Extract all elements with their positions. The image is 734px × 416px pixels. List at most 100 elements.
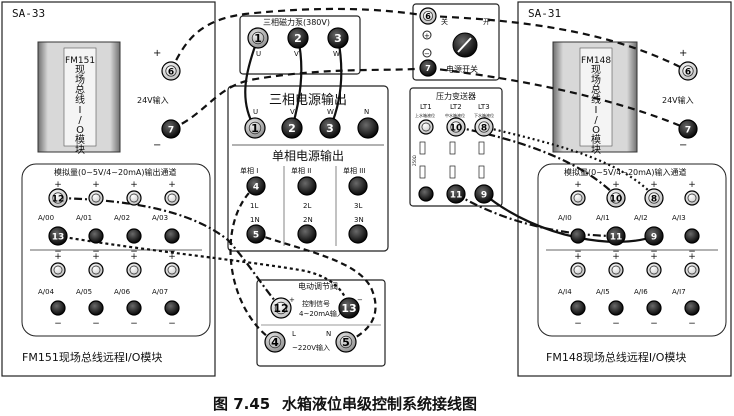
- single-1l-terminal[interactable]: 4: [246, 176, 266, 196]
- pressure-sub-1: 上水箱液位: [415, 112, 435, 118]
- channel-label: A/02: [114, 214, 130, 222]
- l-ch-0-0-minus-terminal[interactable]: 13: [48, 226, 68, 246]
- r-ch-0-1-minus-terminal[interactable]: 11: [606, 226, 626, 246]
- channel-minus-sign: −: [168, 319, 176, 329]
- l-ch-0-3-minus-terminal[interactable]: [164, 228, 180, 244]
- single-label-1l: 1L: [250, 202, 258, 210]
- channel-label: A/I0: [558, 214, 572, 222]
- pump-terminal-v[interactable]: 2: [287, 27, 309, 49]
- lt3-minus-terminal[interactable]: 9: [474, 184, 494, 204]
- valve-control-label: 控制信号: [302, 299, 330, 308]
- l-ch-0-2-minus-terminal[interactable]: [126, 228, 142, 244]
- module-char: 场: [591, 73, 601, 86]
- l-ch-1-2-minus-terminal[interactable]: [126, 300, 142, 316]
- switch-terminal-7[interactable]: 7: [419, 59, 437, 77]
- l-ch-0-0-plus-terminal[interactable]: 12: [48, 188, 68, 208]
- l-ch-0-2-plus-terminal[interactable]: [126, 190, 142, 206]
- channel-label: A/I1: [596, 214, 610, 222]
- r-ch-1-0-plus-terminal[interactable]: [570, 262, 586, 278]
- switch-plus: +: [424, 32, 430, 40]
- channel-minus-sign: −: [130, 247, 138, 257]
- channel-label: A/07: [152, 288, 168, 296]
- l-ch-1-3-plus-terminal[interactable]: [164, 262, 180, 278]
- left-power-plus: +: [153, 48, 161, 59]
- valve-n-terminal-label: 5: [342, 336, 350, 349]
- output-terminal-w[interactable]: 3: [319, 117, 341, 139]
- right-24v-plus-terminal[interactable]: 6: [678, 61, 698, 81]
- lt1-minus-terminal[interactable]: [418, 186, 434, 202]
- l-ch-1-3-minus-terminal[interactable]: [164, 300, 180, 316]
- l-ch-1-0-plus-terminal[interactable]: [50, 262, 66, 278]
- valve-control-minus-terminal[interactable]: 13: [338, 297, 360, 319]
- output-terminal-w-label: 3: [326, 122, 334, 135]
- r-ch-1-1-minus-terminal[interactable]: [608, 300, 624, 316]
- left-24v-minus-terminal[interactable]: 7: [161, 119, 181, 139]
- valve-l-terminal[interactable]: 4: [264, 331, 286, 353]
- wire-ao-minus: [57, 234, 351, 309]
- l-ch-0-1-plus-terminal[interactable]: [88, 190, 104, 206]
- channel-minus-sign: −: [612, 247, 620, 257]
- single-2l-terminal[interactable]: [297, 176, 317, 196]
- left-24v-plus-terminal[interactable]: 6: [161, 61, 181, 81]
- output-terminal-u[interactable]: 1: [244, 117, 266, 139]
- single-head-1: 单相 I: [240, 166, 258, 175]
- output-terminal-v[interactable]: 2: [281, 117, 303, 139]
- pressure-col-lt1: LT1: [420, 103, 432, 111]
- r-ch-0-2-plus-terminal[interactable]: 8: [644, 188, 664, 208]
- pump-terminal-w[interactable]: 3: [327, 27, 349, 49]
- lt2-plus-terminal[interactable]: 10: [446, 117, 466, 137]
- single-3n-terminal[interactable]: [348, 224, 368, 244]
- output-terminal-n[interactable]: [357, 117, 379, 139]
- single-label-3n: 3N: [354, 216, 364, 224]
- l-ch-1-1-plus-terminal[interactable]: [88, 262, 104, 278]
- lt3-plus-terminal[interactable]: 8: [474, 117, 494, 137]
- r-ch-0-0-plus-terminal[interactable]: [570, 190, 586, 206]
- lt3-minus-terminal-label: 9: [481, 190, 487, 200]
- l-ch-1-1-minus-terminal[interactable]: [88, 300, 104, 316]
- channel-minus-sign: −: [688, 247, 696, 257]
- single-3l-terminal[interactable]: [348, 176, 368, 196]
- right-24v-plus-terminal-label: 6: [685, 67, 691, 77]
- r-ch-0-3-plus-terminal[interactable]: [684, 190, 700, 206]
- valve-minus: −: [357, 296, 363, 304]
- channel-plus-sign: +: [168, 252, 176, 262]
- pressure-col-lt3: LT3: [478, 103, 490, 111]
- r-ch-0-2-minus-terminal[interactable]: 9: [644, 226, 664, 246]
- pump-terminal-v-label: 2: [294, 32, 302, 45]
- r-ch-1-1-plus-terminal[interactable]: [608, 262, 624, 278]
- r-ch-1-2-plus-terminal[interactable]: [646, 262, 662, 278]
- channel-minus-sign: −: [92, 247, 100, 257]
- single-label-2n: 2N: [303, 216, 313, 224]
- r-ch-0-1-plus-terminal[interactable]: 10: [606, 188, 626, 208]
- resistor-label: 250Ω: [412, 155, 417, 166]
- r-ch-0-3-minus-terminal[interactable]: [684, 228, 700, 244]
- l-ch-1-2-plus-terminal[interactable]: [126, 262, 142, 278]
- l-ch-0-3-plus-terminal[interactable]: [164, 190, 180, 206]
- valve-n-terminal[interactable]: 5: [335, 331, 357, 353]
- valve-plus: +: [289, 296, 295, 304]
- lt2-minus-terminal[interactable]: 11: [446, 184, 466, 204]
- pressure-sub-2: 中水箱液位: [445, 112, 465, 118]
- output-terminal-v-label: 2: [288, 122, 296, 135]
- switch-terminal-6[interactable]: 6: [419, 7, 437, 25]
- l-ch-1-0-minus-terminal[interactable]: [50, 300, 66, 316]
- pump-terminal-u[interactable]: 1: [247, 27, 269, 49]
- lt1-plus-terminal[interactable]: [418, 119, 434, 135]
- r-ch-0-0-minus-terminal[interactable]: [570, 228, 586, 244]
- r-ch-1-2-minus-terminal[interactable]: [646, 300, 662, 316]
- right-channel-group: [537, 163, 727, 337]
- r-ch-1-0-minus-terminal[interactable]: [570, 300, 586, 316]
- right-24v-minus-terminal[interactable]: 7: [678, 119, 698, 139]
- single-1n-terminal[interactable]: 5: [246, 224, 266, 244]
- valve-control-plus-terminal[interactable]: 12: [270, 297, 292, 319]
- r-ch-1-3-plus-terminal[interactable]: [684, 262, 700, 278]
- single-2n-terminal[interactable]: [297, 224, 317, 244]
- right-power-minus: −: [679, 140, 687, 151]
- pump-terminal-w-label: 3: [334, 32, 342, 45]
- left-24v-minus-terminal-label: 7: [168, 125, 174, 135]
- wire-24v-minus-left: [170, 66, 429, 131]
- r-ch-1-3-minus-terminal[interactable]: [684, 300, 700, 316]
- l-ch-0-1-minus-terminal[interactable]: [88, 228, 104, 244]
- channel-plus-sign: +: [130, 180, 138, 190]
